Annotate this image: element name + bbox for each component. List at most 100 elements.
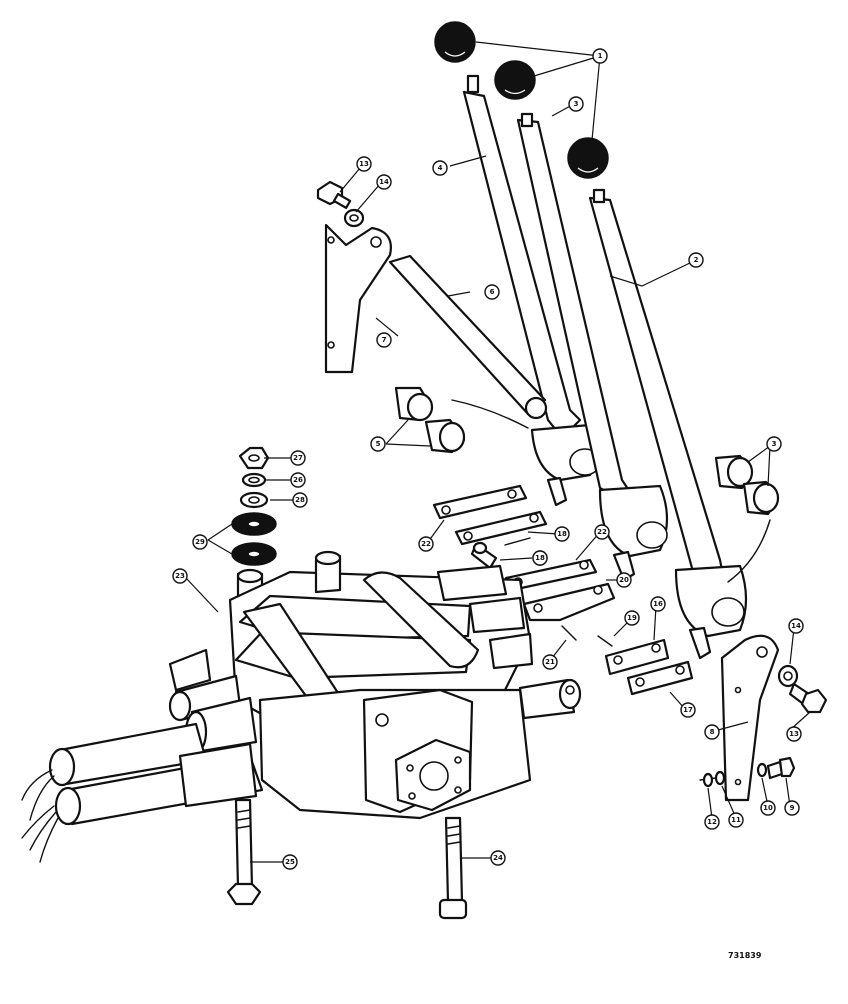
callout-circle (650, 596, 666, 612)
callout-spring-pin: 21 (542, 654, 558, 670)
callout-circle (356, 156, 372, 172)
callout-washer-left-top: 14 (376, 174, 392, 190)
bolt-left (226, 798, 262, 906)
bushing-right (714, 454, 780, 583)
callout-lever-outer: 2 (688, 252, 704, 268)
callout-number: 4 (438, 164, 443, 172)
callout-circle (788, 618, 804, 634)
callout-link-plate-lower: 17 (680, 702, 696, 718)
figure-id: 731839 (728, 951, 762, 960)
callout-layer: 1234567891011121314131431617181918182021… (172, 48, 804, 870)
callout-number: 13 (789, 730, 799, 738)
callout-circle (568, 96, 584, 112)
callout-bracket-right: 8 (704, 724, 720, 740)
callout-number: 3 (772, 440, 777, 448)
callout-circle (616, 572, 632, 588)
link-plate-right (604, 638, 670, 676)
callout-rod: 6 (484, 284, 500, 300)
callout-number: 18 (557, 530, 567, 538)
hardware-stack (231, 446, 277, 600)
bushing-left (394, 386, 529, 454)
bolt-right-upper (788, 682, 828, 714)
callout-nut-right-lower: 12 (704, 814, 720, 830)
callout-number: 16 (653, 600, 663, 608)
callout-bolt-right-upper: 13 (786, 726, 802, 742)
callout-number: 28 (295, 496, 305, 504)
callout-circle (192, 534, 208, 550)
callout-number: 14 (791, 622, 801, 630)
hardware-right-lower (699, 756, 796, 788)
callout-number: 29 (195, 538, 205, 546)
valve (21, 550, 582, 863)
callout-circle (704, 814, 720, 830)
leaders (185, 41, 811, 863)
washer-left-top (343, 208, 365, 228)
callout-circle (292, 492, 308, 508)
callout-circle (542, 654, 558, 670)
knob-1 (434, 21, 476, 63)
callout-number: 25 (285, 858, 295, 866)
callout-number: 3 (574, 100, 579, 108)
callout-number: 17 (683, 706, 693, 714)
bracket-right (720, 634, 780, 802)
callout-washer-right-upper: 14 (788, 618, 804, 634)
callout-lockwasher-right-lower: 11 (728, 812, 744, 828)
callout-bolt-left-top: 13 (356, 156, 372, 172)
callout-circle (594, 524, 610, 540)
callout-plate-20: 20 (616, 572, 632, 588)
callout-number: 27 (293, 454, 303, 462)
callout-link-plate-right: 16 (650, 596, 666, 612)
callout-number: 6 (490, 288, 495, 296)
callout-circle (728, 812, 744, 828)
callout-circle (282, 854, 298, 870)
callout-number: 23 (175, 572, 185, 580)
callout-link-22-a: 22 (418, 536, 434, 552)
callout-number: 2 (694, 256, 699, 264)
callout-circle (376, 174, 392, 190)
callout-rubber-isolators: 29 (192, 534, 208, 550)
knob-3 (567, 137, 609, 179)
pin-b (597, 635, 613, 647)
callout-circle (624, 610, 640, 626)
bracket-left (324, 223, 392, 374)
callout-circle (688, 252, 704, 268)
callout-circle (290, 472, 306, 488)
callout-circle (704, 724, 720, 740)
callout-circle (760, 800, 776, 816)
callout-number: 8 (710, 728, 715, 736)
callout-circle (766, 436, 782, 452)
callout-circle (290, 450, 306, 466)
callout-lockwasher-top: 26 (290, 472, 306, 488)
callout-circle (370, 436, 386, 452)
callout-circle (376, 332, 392, 348)
lever-inner (462, 74, 601, 507)
callout-pin-center: 18 (532, 550, 548, 566)
callout-bracket-left: 7 (376, 332, 392, 348)
callout-number: 22 (421, 540, 431, 548)
callout-bolt-center: 24 (490, 850, 506, 866)
callout-bushing-right: 3 (766, 436, 782, 452)
callout-number: 22 (597, 528, 607, 536)
callout-bushing-left: 5 (370, 436, 386, 452)
callout-valve: 23 (172, 568, 188, 584)
callout-pin-a: 18 (554, 526, 570, 542)
callout-number: 10 (763, 804, 773, 812)
callout-number: 7 (382, 336, 387, 344)
callout-number: 21 (545, 658, 555, 666)
callout-circle (532, 550, 548, 566)
lever-middle (516, 112, 669, 582)
callout-circle (432, 160, 448, 176)
spring-pin (561, 625, 577, 641)
callout-pin-b: 19 (624, 610, 640, 626)
callout-number: 24 (493, 854, 503, 862)
callout-number: 9 (790, 804, 795, 812)
callout-number: 11 (731, 816, 741, 824)
callout-circle (490, 850, 506, 866)
callout-number: 5 (376, 440, 381, 448)
callout-circle (786, 726, 802, 742)
link-plate-lower (626, 660, 694, 696)
callout-circle (784, 800, 800, 816)
callout-circle (680, 702, 696, 718)
callout-bolt-left: 25 (282, 854, 298, 870)
callout-circle (484, 284, 500, 300)
